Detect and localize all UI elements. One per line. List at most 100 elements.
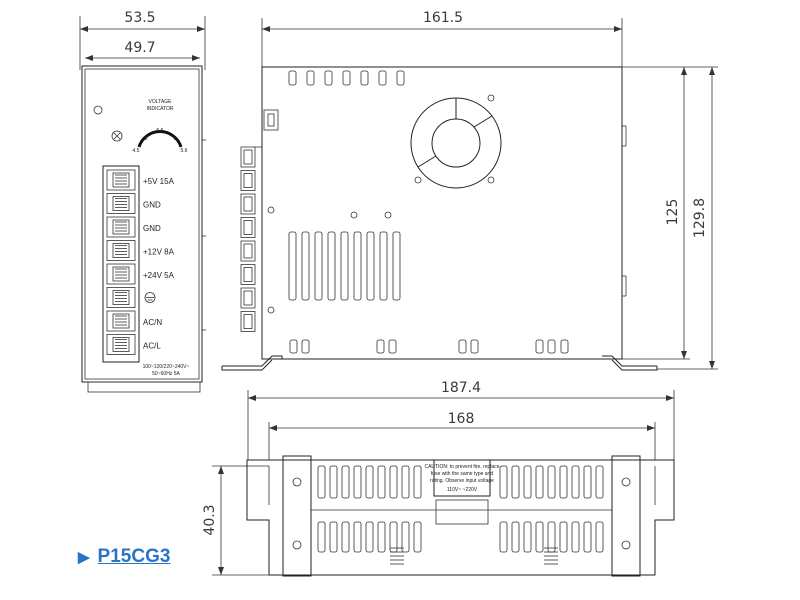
- vent-slot: [470, 339, 479, 354]
- terminal-row: +12V 8A: [106, 240, 175, 261]
- vent-slot: [595, 521, 604, 553]
- vent-slot: [413, 465, 422, 499]
- vent-slot: [389, 465, 398, 499]
- vent-slot: [401, 521, 410, 553]
- mounting-bracket: [282, 455, 312, 577]
- caution-label: [433, 459, 491, 497]
- terminal-label: +5V 15A: [143, 177, 175, 186]
- vent-slot: [396, 70, 405, 86]
- model-name[interactable]: P15CG3: [97, 546, 171, 567]
- vent-slot: [559, 465, 568, 499]
- vent-slot: [458, 339, 467, 354]
- vent-slot: [388, 339, 397, 354]
- mounting-bracket: [611, 455, 641, 577]
- screw-icon: [621, 477, 631, 487]
- vent-slot: [401, 465, 410, 499]
- vent-slot: [341, 521, 350, 553]
- vent-slot: [353, 521, 362, 553]
- vent-slot: [329, 465, 338, 499]
- vent-slot: [583, 521, 592, 553]
- dial-label: 5: [145, 136, 148, 142]
- screw-icon: [267, 306, 275, 314]
- front-view: 53.5 49.7 VOLTAGE INDICATOR 4.5 5 5.5 6 …: [79, 10, 206, 393]
- connector-icon: [240, 217, 256, 238]
- voltage-dial-icon: [137, 130, 183, 148]
- terminal-label: +24V 5A: [143, 271, 175, 280]
- vent-slot: [353, 231, 362, 301]
- adjust-potentiometer-icon: [111, 130, 123, 142]
- vent-slot: [306, 70, 315, 86]
- terminal-row: AC/L: [106, 334, 161, 355]
- vent-slot: [301, 339, 310, 354]
- vent-slot: [511, 521, 520, 553]
- vent-slot: [571, 521, 580, 553]
- connector-icon: [240, 264, 256, 285]
- connector-icon: [240, 311, 256, 332]
- screw-icon: [384, 211, 392, 219]
- terminal-row: [106, 287, 156, 308]
- vent-slot: [499, 465, 508, 499]
- dim-bottom-depth: 40.3: [202, 504, 218, 535]
- terminal-label: GND: [143, 201, 161, 210]
- model-link[interactable]: ▶ P15CG3: [78, 546, 170, 568]
- vent-slot: [535, 521, 544, 553]
- vent-slot: [523, 521, 532, 553]
- vent-slot: [317, 521, 326, 553]
- vent-slot: [535, 339, 544, 354]
- side-view: 161.5: [221, 10, 718, 371]
- screw-icon: [350, 211, 358, 219]
- vent-slot: [341, 465, 350, 499]
- vent-slot: [571, 465, 580, 499]
- fan-icon: [410, 97, 502, 189]
- rating-line-1: 100~120/220~240V~: [143, 364, 190, 370]
- dial-label: 5.5: [157, 128, 164, 134]
- screw-icon: [292, 477, 302, 487]
- vent-slot: [340, 231, 349, 301]
- vent-slot: [560, 339, 569, 354]
- voltage-label-1: VOLTAGE: [149, 99, 173, 105]
- terminal-row: AC/N: [106, 310, 162, 332]
- vent-slot: [342, 70, 351, 86]
- dim-bottom-outer-length: 187.4: [441, 380, 481, 396]
- vent-slot: [377, 465, 386, 499]
- terminal-block: [102, 165, 140, 363]
- vent-slot: [547, 339, 556, 354]
- dim-bottom-inner-length: 168: [448, 411, 475, 427]
- dim-side-length: 161.5: [423, 10, 463, 26]
- terminal-label: +12V 8A: [143, 248, 175, 257]
- dim-front-inner-width: 49.7: [124, 40, 155, 56]
- caution-text: rating. Observe input voltage: [430, 478, 494, 484]
- connector-icon: [240, 193, 256, 215]
- vent-slot: [301, 231, 310, 301]
- vent-slot: [365, 465, 374, 499]
- connector-icon: [240, 287, 256, 309]
- dim-front-outer-width: 53.5: [124, 10, 155, 26]
- vent-slot: [413, 521, 422, 553]
- screw-icon: [487, 176, 495, 184]
- terminal-label: GND: [143, 224, 161, 233]
- connector-icon: [240, 240, 256, 262]
- vent-slot: [535, 465, 544, 499]
- vent-slot: [288, 70, 297, 86]
- caution-text: 110V~ ~220V: [447, 487, 478, 493]
- vent-slot: [595, 465, 604, 499]
- vent-slot: [511, 465, 520, 499]
- vent-slot: [317, 465, 326, 499]
- caution-text: fuse with the same type and: [431, 471, 493, 477]
- terminal-label: AC/N: [143, 318, 162, 327]
- vent-slot: [376, 339, 385, 354]
- vent-slot: [499, 521, 508, 553]
- vent-slot: [547, 521, 556, 553]
- vent-slot: [327, 231, 336, 301]
- vent-slot: [523, 465, 532, 499]
- terminal-row: GND: [106, 193, 161, 214]
- vent-slot: [389, 521, 398, 553]
- dial-label: 6: [174, 136, 177, 142]
- vent-slot: [314, 231, 323, 301]
- rating-line-2: 50~60Hz 5A: [152, 371, 180, 377]
- vent-slot: [392, 231, 401, 301]
- ground-icon: [144, 292, 156, 303]
- vent-slot: [366, 231, 375, 301]
- dim-side-height-inner: 125: [665, 199, 681, 226]
